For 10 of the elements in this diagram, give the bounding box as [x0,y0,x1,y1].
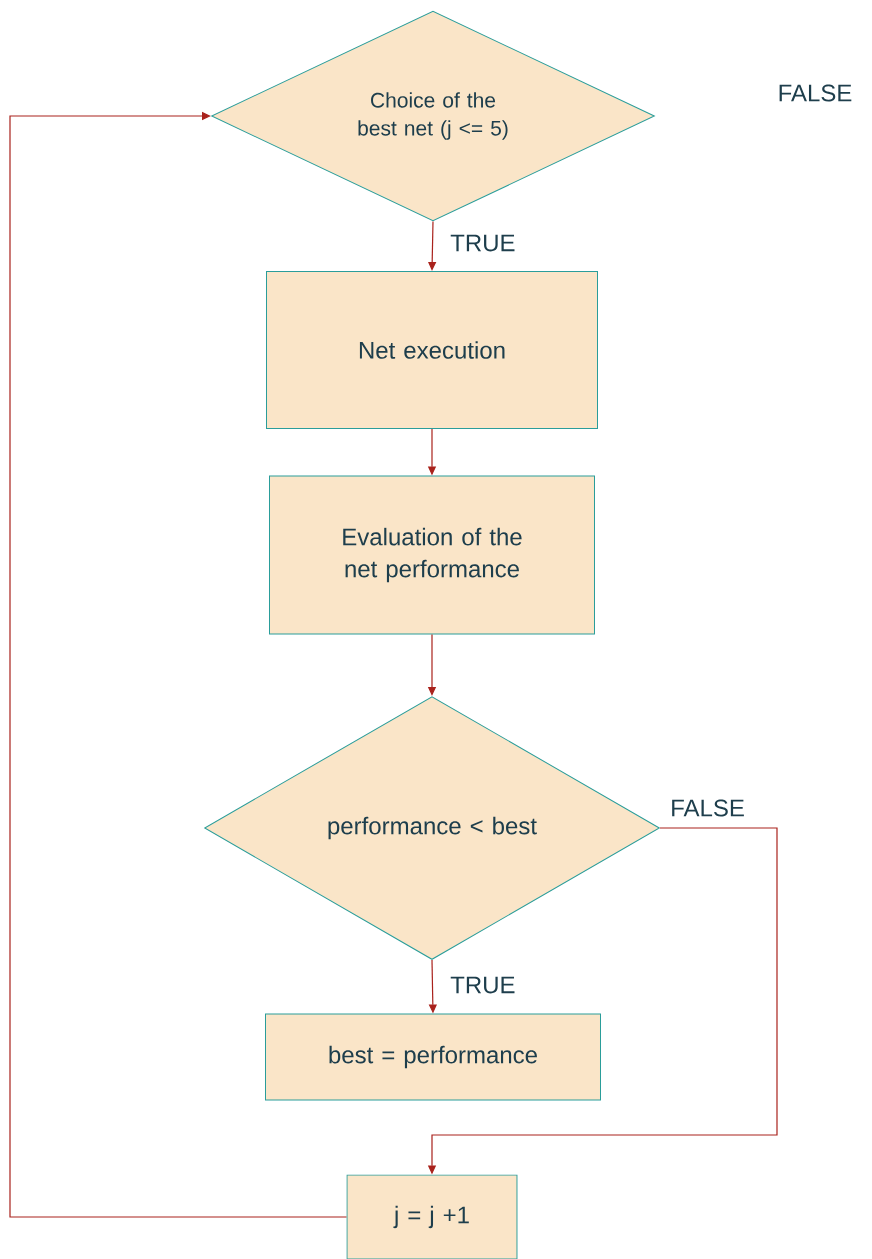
process-box: best = performance [265,1013,601,1101]
edge-label: FALSE [668,797,747,819]
process-box: Net execution [266,271,598,429]
edge-label: TRUE [448,974,518,996]
arrow [428,220,437,271]
process-box: j = j +1 [346,1174,518,1259]
condition-label: FALSE [779,84,852,102]
edge-label: TRUE [448,232,518,254]
arrow [9,111,348,1218]
process-box: Evaluation of the net performance [269,475,595,635]
